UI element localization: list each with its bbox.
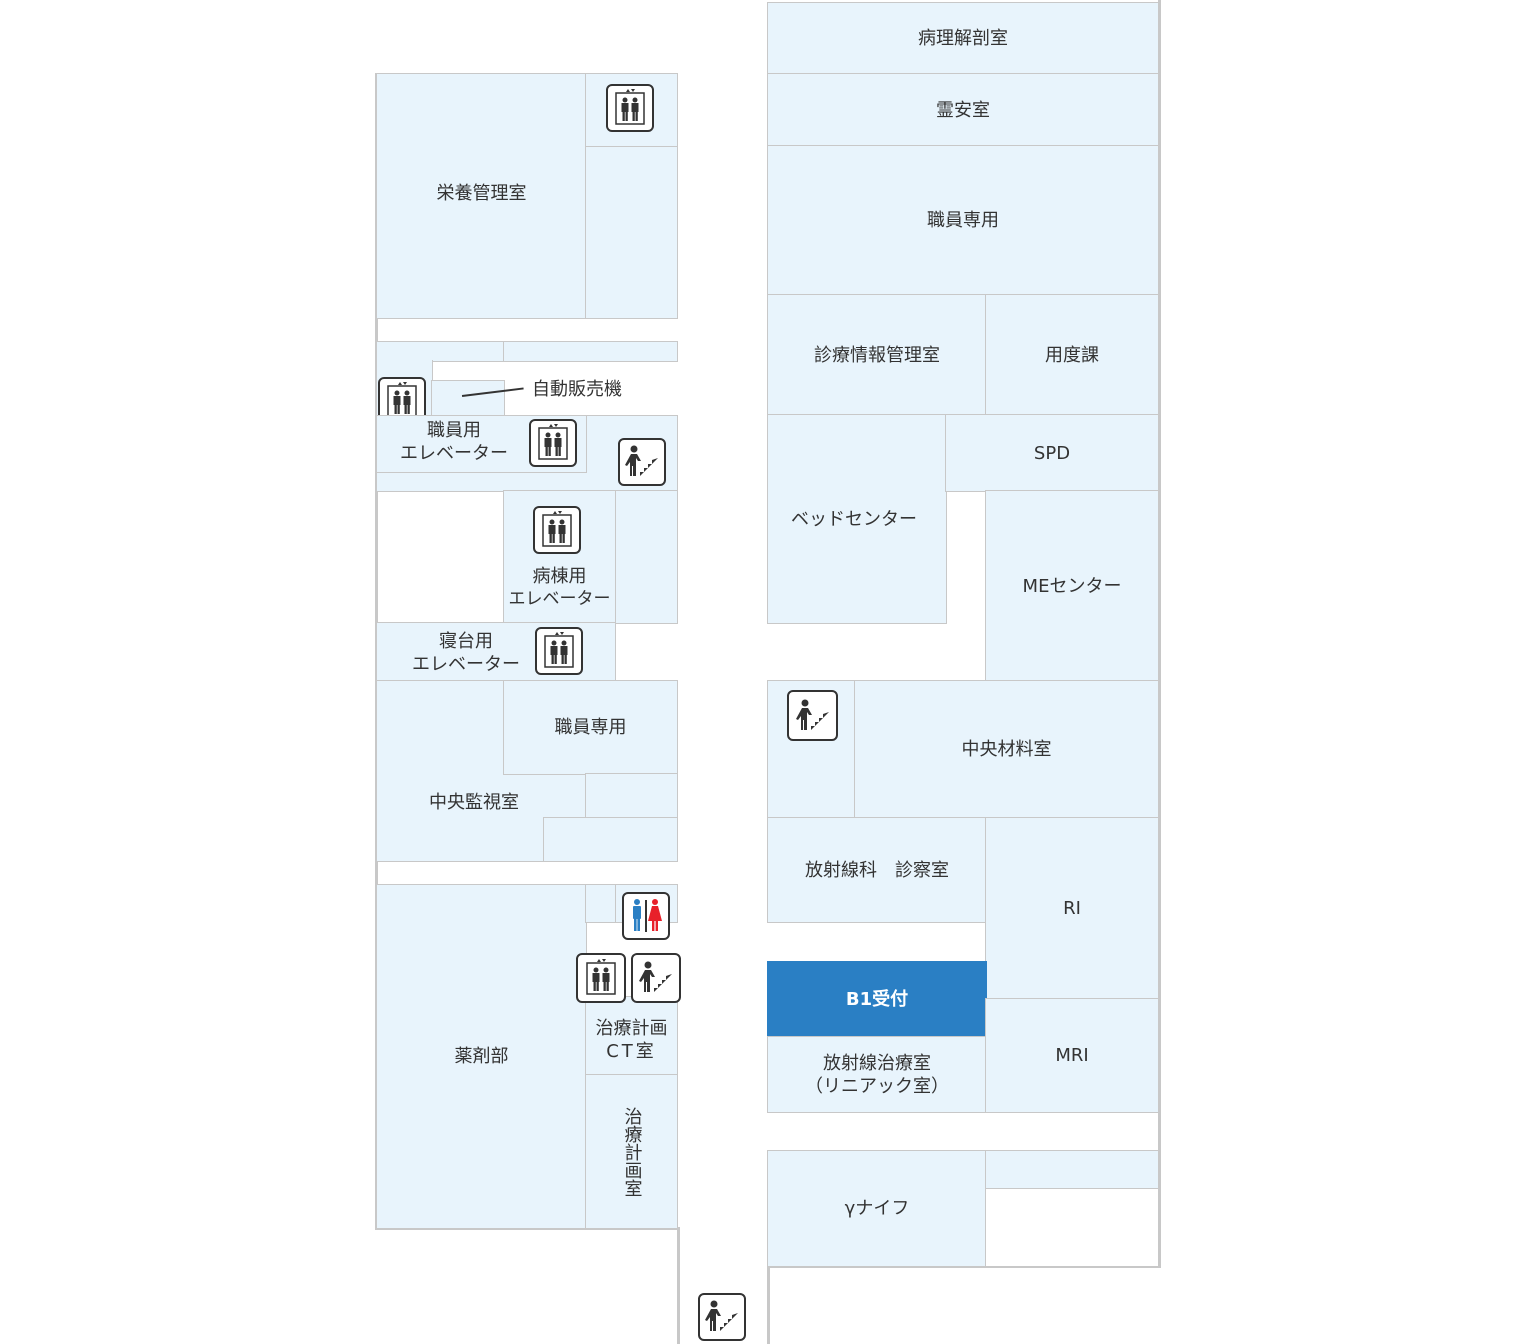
room-small-strip-east[interactable] [985,1150,1159,1190]
room-spd[interactable]: SPD [945,414,1159,492]
vending-machine-label: 自動販売機 [532,379,622,400]
room-treatment-planning[interactable]: 治療計画室 [585,1074,678,1229]
ct-planning-label: 治療計画 CT室 [595,1018,668,1062]
room-me-center[interactable]: MEセンター [985,490,1159,682]
staff-elevator-label: 職員用 エレベーター [400,420,508,464]
room-label: 中央材料室 [961,739,1052,760]
room-label: 診療情報管理室 [814,344,940,366]
room-ct-planning[interactable] [585,996,678,1076]
elevator-icon [529,419,577,467]
room-label: γナイフ [844,1198,910,1219]
room-label: 薬剤部 [454,1046,509,1067]
room-supplies-division[interactable]: 用度課 [985,294,1159,416]
right-wing-outer-wall [1158,0,1161,1268]
room-pathology-autopsy[interactable]: 病理解剖室 [767,2,1159,75]
elevator-icon [535,627,583,675]
restroom-icon [622,892,670,940]
room-nutrition-management[interactable]: 栄養管理室 [376,73,587,319]
room-mri[interactable]: MRI [985,998,1159,1113]
ward-elevator-label: 病棟用 エレベーター [508,566,611,609]
elevator-icon [576,953,626,1003]
room-label: MRI [1055,1045,1089,1066]
room-pharmacy[interactable]: 薬剤部 [376,884,587,1229]
room-label: 放射線治療室 （リニアック室） [805,1052,949,1097]
stairs-icon [787,690,838,741]
room-label: 用度課 [1045,344,1099,366]
room-unlabeled-top-right[interactable] [585,146,678,319]
room-strip-right[interactable] [503,341,678,362]
elevator-icon [533,506,581,554]
room-vending-area[interactable] [431,380,505,420]
stairs-icon [618,438,666,486]
room-ri[interactable]: RI [985,817,1159,1000]
room-mortuary[interactable]: 霊安室 [767,73,1159,147]
room-bed-center[interactable]: ベッドセンター [767,414,947,624]
stairs-icon [698,1293,746,1341]
room-label: ベッドセンター [791,508,917,530]
room-central-supply[interactable]: 中央材料室 [854,680,1159,819]
room-label: 霊安室 [936,99,990,121]
room-gamma-knife[interactable]: γナイフ [767,1150,987,1267]
room-label: 病理解剖室 [918,28,1008,49]
room-label: 職員専用 [554,717,627,738]
room-label: 栄養管理室 [436,182,527,204]
room-staff-only-right[interactable]: 職員専用 [767,145,1159,296]
room-label: 中央監視室 [429,792,519,813]
room-unlabeled-empty[interactable] [985,1188,1159,1267]
room-radiology-exam[interactable]: 放射線科 診察室 [767,817,987,923]
room-b1-reception[interactable]: B1受付 [767,961,987,1038]
room-label: RI [1063,898,1081,919]
room-small-nook-a[interactable] [585,884,617,923]
room-corridor-east[interactable] [614,490,678,624]
corridor-right-wall [767,1265,770,1344]
room-small-storage-a[interactable] [585,773,678,819]
room-label: 放射線科 診察室 [805,859,949,881]
room-label: SPD [1033,442,1071,464]
room-label: MEセンター [1022,575,1122,597]
room-radiotherapy-linac[interactable]: 放射線治療室 （リニアック室） [767,1036,987,1113]
bed-elevator-label: 寝台用 エレベーター [412,631,520,675]
room-strip-left[interactable] [376,341,505,362]
room-small-storage-b[interactable] [543,817,678,862]
room-label: 治療計画室 [621,1106,643,1197]
stairs-icon [631,953,681,1003]
room-medical-records[interactable]: 診療情報管理室 [767,294,987,416]
room-staff-only-left[interactable]: 職員専用 [503,680,678,775]
corridor-left-wall [677,1227,680,1344]
room-label: 職員専用 [927,210,999,231]
room-label: B1受付 [845,989,909,1010]
elevator-icon [606,84,654,132]
